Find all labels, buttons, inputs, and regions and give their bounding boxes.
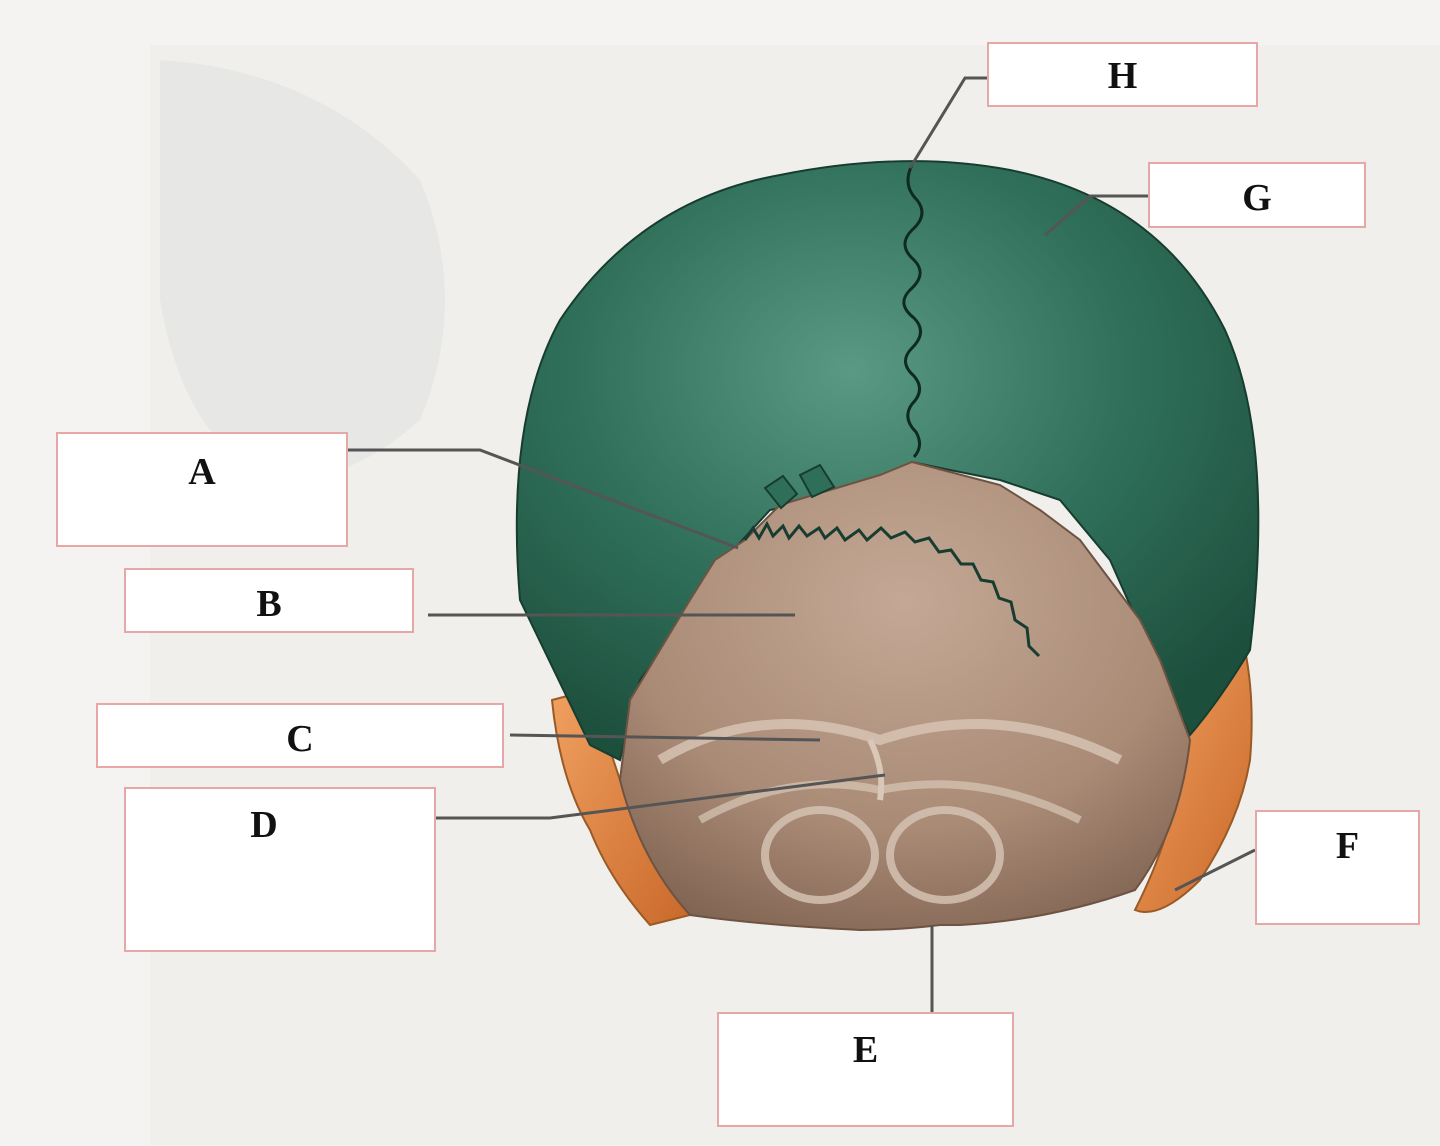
label-letter-g: G [1242,177,1272,219]
label-letter-a: A [188,451,216,493]
label-box-a[interactable]: A [56,432,348,547]
label-box-d[interactable]: D [124,787,436,952]
label-letter-d: D [250,804,278,846]
label-letter-h: H [1107,55,1138,97]
label-box-h[interactable]: H [987,42,1258,107]
leader-line-a [348,448,739,550]
wormian-bones [763,463,836,510]
label-box-b[interactable]: B [124,568,414,633]
superior-nuchal-line [657,719,1123,765]
label-box-c[interactable]: C [96,703,504,768]
leader-line-d [436,773,886,820]
occipital-condyle-right [886,806,1004,904]
leader-lines [348,76,1256,1012]
label-box-f[interactable]: F [1255,810,1420,925]
label-box-e[interactable]: E [717,1012,1014,1127]
leader-line-f [1174,848,1256,892]
lambdoid-suture [743,520,1041,658]
leader-line-g [1044,194,1148,237]
leader-line-h [908,76,987,169]
label-letter-b: B [256,583,282,625]
external-occipital-protuberance [867,738,885,801]
occipital-bone [618,460,1192,932]
label-box-g[interactable]: G [1148,162,1366,228]
label-letter-e: E [852,1029,879,1071]
label-letter-c: C [286,718,314,760]
sagittal-suture [902,164,924,459]
faded-background-figure [160,60,445,479]
occipital-condyle-left [761,806,879,904]
leader-line-c [509,733,821,742]
label-letter-f: F [1335,825,1360,867]
